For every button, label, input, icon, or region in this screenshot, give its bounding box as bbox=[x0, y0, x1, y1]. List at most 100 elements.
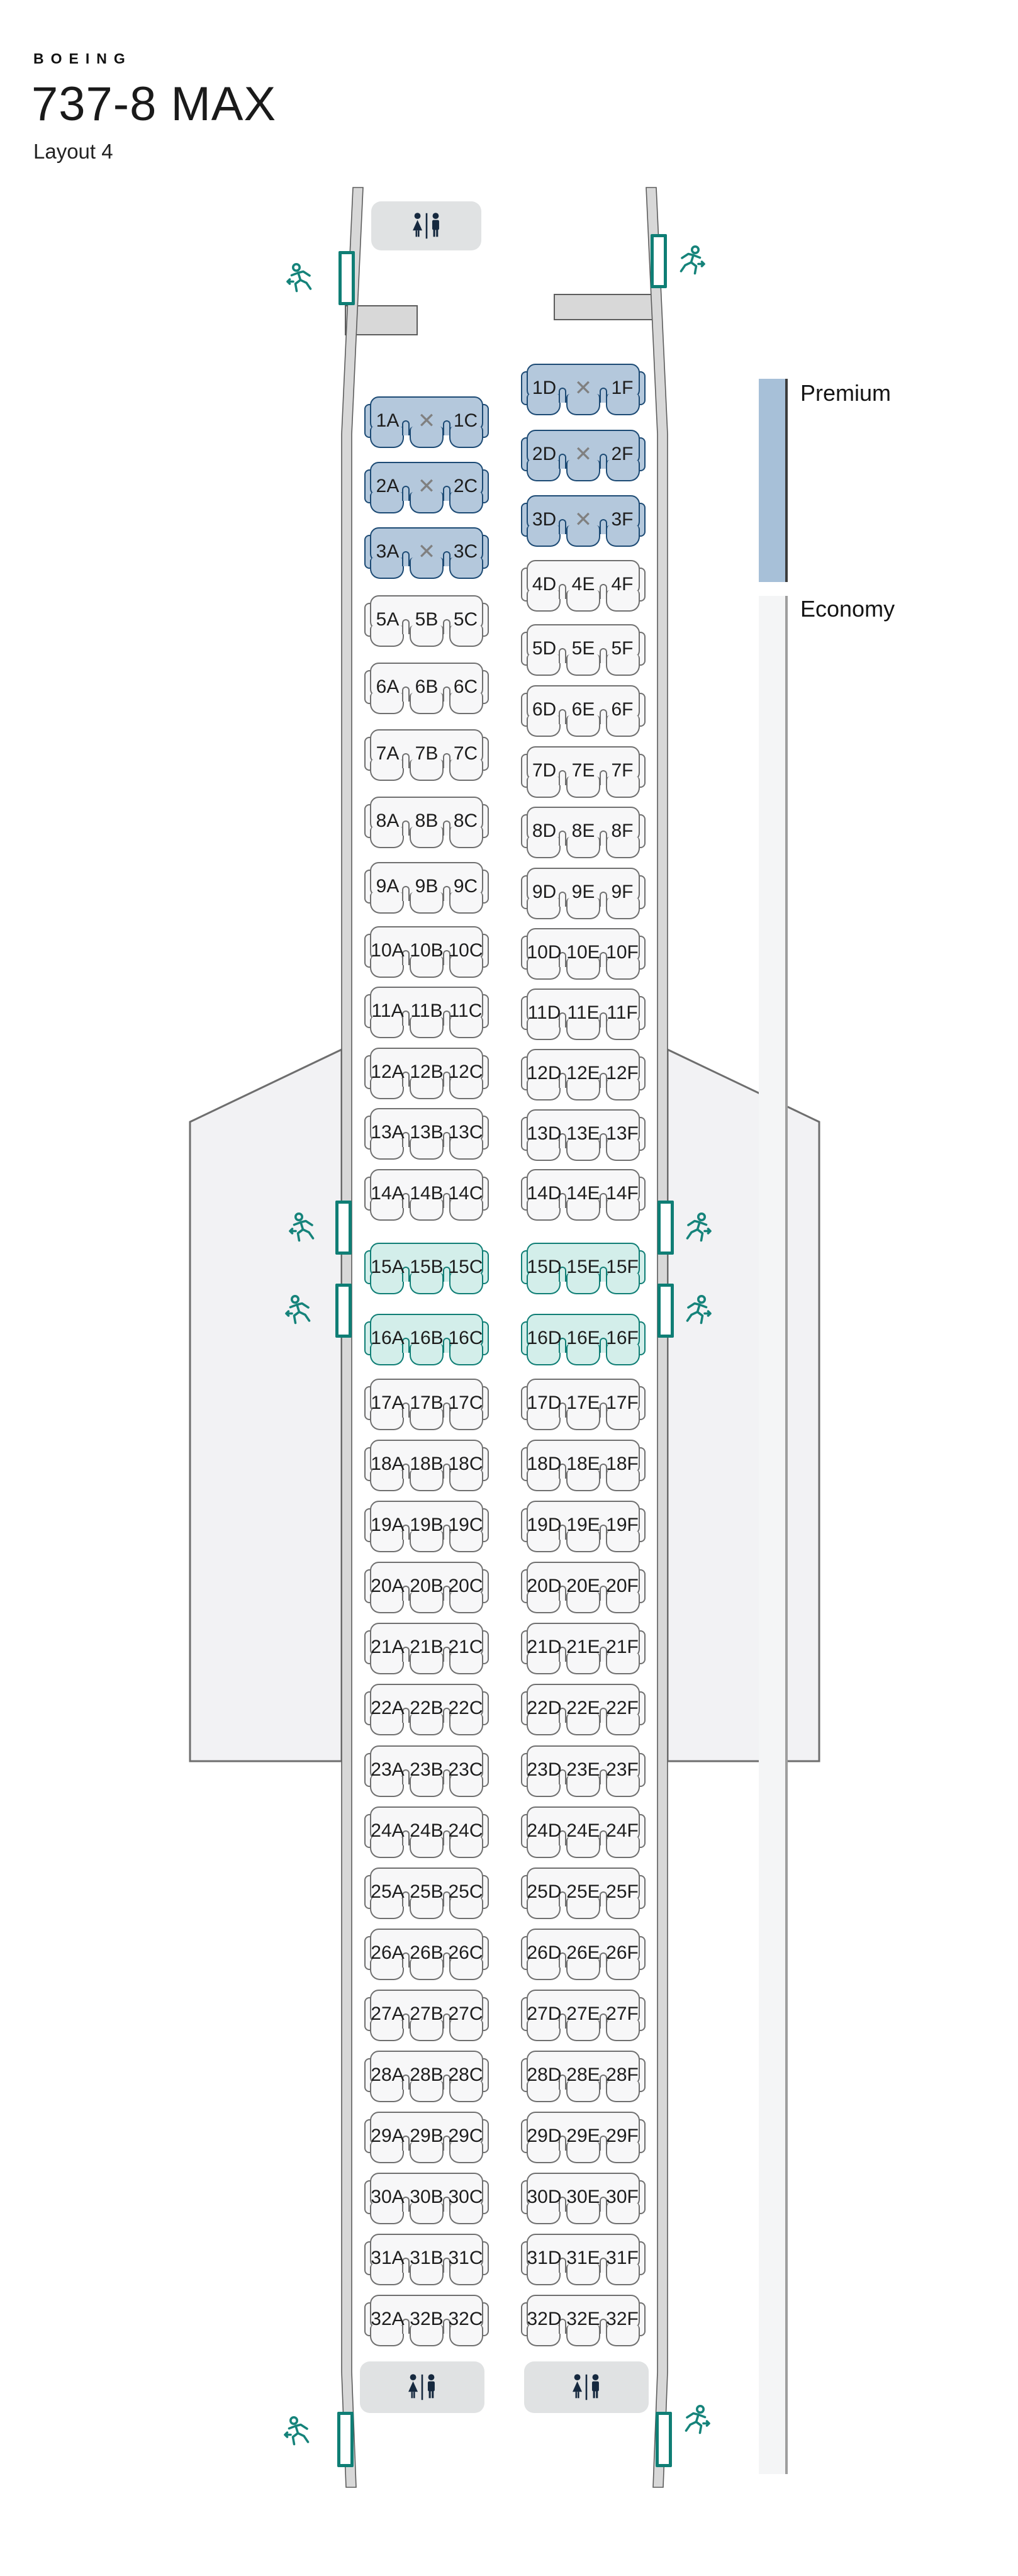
seat-23C[interactable]: 23C bbox=[448, 1759, 483, 1780]
seat-20F[interactable]: 20F bbox=[606, 1576, 639, 1596]
seat-31F[interactable]: 31F bbox=[606, 2248, 639, 2268]
seat-20C[interactable]: 20C bbox=[448, 1576, 483, 1596]
seat-27E[interactable]: 27E bbox=[566, 2003, 600, 2024]
seat-10F[interactable]: 10F bbox=[606, 942, 639, 963]
seat-27C[interactable]: 27C bbox=[448, 2003, 483, 2024]
seat-2F[interactable]: 2F bbox=[611, 444, 634, 464]
seat-29C[interactable]: 29C bbox=[448, 2125, 483, 2146]
seat-16E[interactable]: 16E bbox=[566, 1328, 600, 1348]
seat-13E[interactable]: 13E bbox=[566, 1123, 600, 1144]
seat-17C[interactable]: 17C bbox=[448, 1392, 483, 1413]
seat-15A[interactable]: 15A bbox=[371, 1257, 405, 1277]
seat-11A[interactable]: 11A bbox=[371, 1000, 404, 1021]
seat-5F[interactable]: 5F bbox=[611, 638, 634, 659]
seat-22F[interactable]: 22F bbox=[606, 1698, 639, 1718]
seat-10B[interactable]: 10B bbox=[410, 940, 444, 961]
seat-19D[interactable]: 19D bbox=[527, 1515, 562, 1535]
seat-13B[interactable]: 13B bbox=[410, 1122, 444, 1143]
seat-24B[interactable]: 24B bbox=[410, 1820, 444, 1841]
seat-21C[interactable]: 21C bbox=[448, 1637, 483, 1657]
seat-9E[interactable]: 9E bbox=[571, 882, 595, 902]
seat-5B[interactable]: 5B bbox=[415, 609, 439, 630]
seat-31C[interactable]: 31C bbox=[448, 2248, 483, 2268]
seat-28F[interactable]: 28F bbox=[606, 2064, 639, 2085]
seat-20B[interactable]: 20B bbox=[410, 1576, 444, 1596]
seat-24D[interactable]: 24D bbox=[527, 1820, 562, 1841]
seat-19C[interactable]: 19C bbox=[448, 1515, 483, 1535]
seat-15E[interactable]: 15E bbox=[566, 1257, 600, 1277]
seat-1F[interactable]: 1F bbox=[611, 378, 634, 398]
seat-31E[interactable]: 31E bbox=[566, 2248, 600, 2268]
seat-31A[interactable]: 31A bbox=[371, 2248, 405, 2268]
seat-18F[interactable]: 18F bbox=[606, 1453, 639, 1474]
seat-10A[interactable]: 10A bbox=[371, 940, 405, 961]
seat-12E[interactable]: 12E bbox=[566, 1063, 600, 1084]
seat-28D[interactable]: 28D bbox=[527, 2064, 562, 2085]
seat-3A[interactable]: 3A bbox=[376, 541, 400, 562]
seat-26D[interactable]: 26D bbox=[527, 1942, 562, 1963]
seat-15C[interactable]: 15C bbox=[448, 1257, 483, 1277]
seat-13D[interactable]: 13D bbox=[527, 1123, 562, 1144]
seat-18E[interactable]: 18E bbox=[566, 1453, 600, 1474]
seat-30A[interactable]: 30A bbox=[371, 2187, 405, 2207]
seat-28B[interactable]: 28B bbox=[410, 2064, 444, 2085]
seat-12B[interactable]: 12B bbox=[410, 1061, 444, 1082]
seat-12F[interactable]: 12F bbox=[606, 1063, 639, 1084]
seat-32A[interactable]: 32A bbox=[371, 2309, 405, 2329]
seat-11E[interactable]: 11E bbox=[567, 1002, 600, 1023]
seat-25C[interactable]: 25C bbox=[448, 1881, 483, 1902]
seat-22B[interactable]: 22B bbox=[410, 1698, 444, 1718]
seat-10C[interactable]: 10C bbox=[448, 940, 483, 961]
seat-21B[interactable]: 21B bbox=[410, 1637, 444, 1657]
seat-17F[interactable]: 17F bbox=[606, 1392, 639, 1413]
seat-30C[interactable]: 30C bbox=[448, 2187, 483, 2207]
seat-12C[interactable]: 12C bbox=[448, 1061, 483, 1082]
seat-19F[interactable]: 19F bbox=[606, 1515, 639, 1535]
seat-22A[interactable]: 22A bbox=[371, 1698, 405, 1718]
seat-7D[interactable]: 7D bbox=[532, 760, 557, 781]
seat-14F[interactable]: 14F bbox=[606, 1183, 639, 1204]
seat-20A[interactable]: 20A bbox=[371, 1576, 405, 1596]
seat-10E[interactable]: 10E bbox=[566, 942, 600, 963]
seat-23E[interactable]: 23E bbox=[566, 1759, 600, 1780]
seat-24C[interactable]: 24C bbox=[448, 1820, 483, 1841]
seat-27F[interactable]: 27F bbox=[606, 2003, 639, 2024]
seat-1A[interactable]: 1A bbox=[376, 410, 400, 431]
seat-24F[interactable]: 24F bbox=[606, 1820, 639, 1841]
seat-15D[interactable]: 15D bbox=[527, 1257, 562, 1277]
seat-8A[interactable]: 8A bbox=[376, 810, 400, 831]
seat-20E[interactable]: 20E bbox=[566, 1576, 600, 1596]
seat-9F[interactable]: 9F bbox=[611, 882, 634, 902]
seat-5D[interactable]: 5D bbox=[532, 638, 557, 659]
seat-6E[interactable]: 6E bbox=[571, 699, 595, 720]
seat-14C[interactable]: 14C bbox=[448, 1183, 483, 1204]
seat-4E[interactable]: 4E bbox=[571, 574, 595, 595]
seat-22D[interactable]: 22D bbox=[527, 1698, 562, 1718]
seat-4D[interactable]: 4D bbox=[532, 574, 557, 595]
seat-32C[interactable]: 32C bbox=[448, 2309, 483, 2329]
seat-22C[interactable]: 22C bbox=[448, 1698, 483, 1718]
seat-30E[interactable]: 30E bbox=[566, 2187, 600, 2207]
seat-11B[interactable]: 11B bbox=[410, 1000, 443, 1021]
seat-8C[interactable]: 8C bbox=[453, 810, 478, 831]
seat-25E[interactable]: 25E bbox=[566, 1881, 600, 1902]
seat-32F[interactable]: 32F bbox=[606, 2309, 639, 2329]
seat-17E[interactable]: 17E bbox=[566, 1392, 600, 1413]
seat-31B[interactable]: 31B bbox=[410, 2248, 444, 2268]
seat-6B[interactable]: 6B bbox=[415, 676, 439, 697]
seat-3F[interactable]: 3F bbox=[611, 509, 634, 530]
seat-31D[interactable]: 31D bbox=[527, 2248, 562, 2268]
seat-25A[interactable]: 25A bbox=[371, 1881, 405, 1902]
seat-4F[interactable]: 4F bbox=[611, 574, 634, 595]
seat-27D[interactable]: 27D bbox=[527, 2003, 562, 2024]
seat-8F[interactable]: 8F bbox=[611, 820, 634, 841]
seat-11F[interactable]: 11F bbox=[607, 1002, 638, 1023]
seat-30D[interactable]: 30D bbox=[527, 2187, 562, 2207]
seat-20D[interactable]: 20D bbox=[527, 1576, 562, 1596]
seat-11C[interactable]: 11C bbox=[449, 1000, 483, 1021]
seat-15F[interactable]: 15F bbox=[606, 1257, 639, 1277]
seat-7C[interactable]: 7C bbox=[453, 743, 478, 764]
seat-14E[interactable]: 14E bbox=[566, 1183, 600, 1204]
seat-29D[interactable]: 29D bbox=[527, 2125, 562, 2146]
seat-30B[interactable]: 30B bbox=[410, 2187, 444, 2207]
